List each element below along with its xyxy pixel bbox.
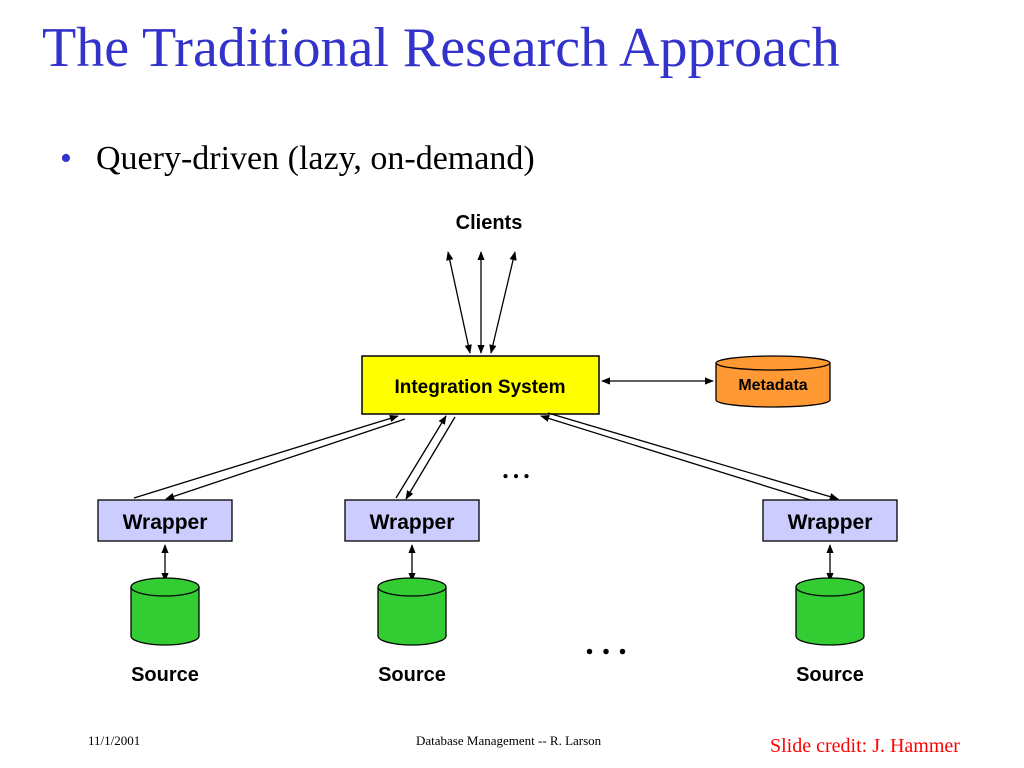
wrapper-1: Wrapper	[97, 499, 233, 542]
slide-title: The Traditional Research Approach	[42, 17, 840, 79]
wrapper-label: Wrapper	[123, 511, 208, 534]
ellipsis-lower: ...	[585, 625, 635, 662]
metadata-label: Metadata	[738, 377, 807, 394]
integration-system-label: Integration System	[394, 377, 565, 398]
wrapper2-arrow-up	[395, 415, 447, 499]
wrapper3-arrow-down	[547, 412, 839, 501]
wrapper-label: Wrapper	[788, 511, 873, 534]
bullet-text: Query-driven (lazy, on-demand)	[96, 140, 535, 177]
source-cylinder-2	[377, 577, 447, 646]
footer-course: Database Management -- R. Larson	[416, 733, 602, 748]
source-label: Source	[796, 664, 864, 686]
integration-system-box: Integration System	[361, 355, 600, 415]
client-arrow-right	[489, 251, 517, 354]
ellipsis-upper: ...	[502, 455, 534, 484]
wrapper2-arrow-down	[405, 416, 456, 500]
source-label: Source	[131, 664, 199, 686]
wrapper1-arrow-down	[165, 418, 406, 500]
footer-date: 11/1/2001	[88, 733, 141, 748]
source-arrows	[161, 544, 834, 582]
wrapper-3: Wrapper	[762, 499, 898, 542]
clients-label: Clients	[456, 212, 523, 234]
wrapper-2: Wrapper	[344, 499, 480, 542]
wrapper-arrows	[133, 412, 839, 504]
slide-credit: Slide credit: J. Hammer	[770, 735, 960, 757]
source-label: Source	[378, 664, 446, 686]
wrapper-label: Wrapper	[370, 511, 455, 534]
source-cylinder-1	[130, 577, 200, 646]
wrapper1-arrow-up	[133, 414, 399, 499]
metadata-cylinder: Metadata	[715, 355, 831, 408]
wrapper3-arrow-up	[540, 414, 821, 504]
bullet-marker: •	[60, 140, 72, 177]
client-arrows	[446, 251, 517, 354]
client-arrow-left	[446, 251, 472, 354]
source-cylinder-3	[795, 577, 865, 646]
bullet-item: • Query-driven (lazy, on-demand)	[60, 140, 535, 178]
